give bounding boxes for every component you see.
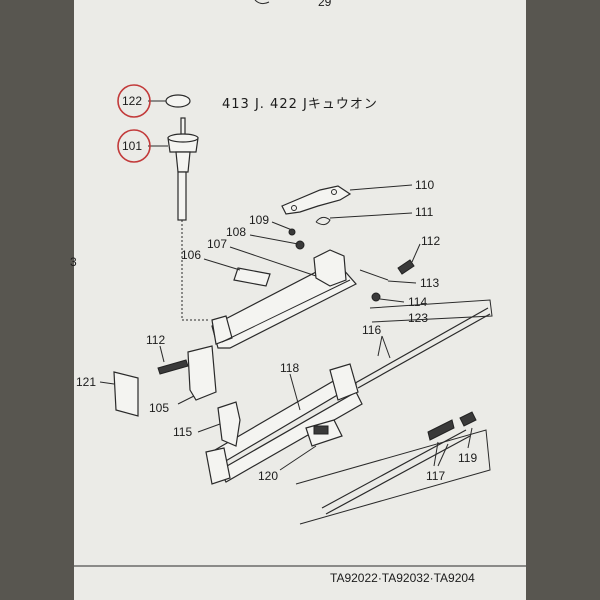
highlight-circle-101 bbox=[117, 129, 151, 163]
part-121-plate bbox=[113, 371, 139, 417]
part-112-bolt-right bbox=[397, 259, 415, 275]
label-120: 120 bbox=[258, 469, 278, 483]
label-107: 107 bbox=[207, 237, 227, 251]
header-fragment-mark bbox=[254, 0, 270, 5]
part-117-spring bbox=[427, 419, 455, 441]
part-114-screw bbox=[371, 292, 381, 302]
part-117-rod-box bbox=[295, 429, 491, 525]
part-122-o-ring bbox=[165, 94, 191, 108]
label-117: 117 bbox=[426, 469, 445, 483]
highlight-circle-122 bbox=[117, 84, 151, 118]
label-113: 113 bbox=[420, 276, 439, 290]
label-121: 121 bbox=[76, 375, 96, 389]
part-106-plate bbox=[233, 267, 271, 287]
part-101-rod bbox=[167, 117, 199, 221]
model-note: 413 J. 422 Jキュウオン bbox=[222, 97, 378, 112]
label-101: 101 bbox=[122, 139, 142, 153]
part-117-rod-b bbox=[325, 435, 471, 515]
label-116: 116 bbox=[362, 323, 381, 337]
label-108: 108 bbox=[226, 225, 246, 239]
leader-111 bbox=[329, 212, 413, 219]
header-fragment: 29 bbox=[318, 0, 332, 9]
label-123: 123 bbox=[408, 311, 428, 325]
label-106: 106 bbox=[181, 248, 201, 262]
label-114: 114 bbox=[408, 295, 427, 309]
part-116-rod-a bbox=[349, 307, 489, 387]
label-118: 118 bbox=[280, 361, 299, 375]
label-112-right: 112 bbox=[421, 234, 440, 248]
part-113-pin bbox=[359, 269, 389, 281]
part-105-bracket bbox=[187, 345, 217, 401]
part-116-rod-b bbox=[357, 313, 491, 389]
assembly-line-rod bbox=[181, 220, 208, 321]
part-118-frame bbox=[205, 363, 363, 485]
part-111-clip bbox=[315, 216, 331, 226]
part-116-rod-box bbox=[369, 299, 493, 323]
part-110-bracket bbox=[281, 185, 352, 215]
label-119: 119 bbox=[458, 451, 477, 465]
part-112-bolt-left bbox=[157, 359, 189, 375]
part-108-bolt bbox=[295, 240, 305, 250]
part-115-bracket bbox=[217, 401, 241, 447]
label-115: 115 bbox=[173, 425, 192, 439]
label-109: 109 bbox=[249, 213, 269, 227]
left-margin-fragment: 3 bbox=[70, 255, 77, 269]
part-107-frame bbox=[211, 249, 357, 349]
part-109-washer bbox=[288, 228, 296, 236]
label-105: 105 bbox=[149, 401, 169, 415]
part-117-rod-a bbox=[321, 429, 467, 509]
label-110: 110 bbox=[415, 178, 434, 192]
label-112-left: 112 bbox=[146, 333, 165, 347]
footer-model-codes: TA92022·TA92032·TA9204 bbox=[330, 571, 475, 585]
part-119-clip bbox=[459, 411, 477, 427]
label-122: 122 bbox=[122, 94, 142, 108]
leader-110 bbox=[349, 184, 413, 191]
label-111: 111 bbox=[415, 205, 434, 219]
